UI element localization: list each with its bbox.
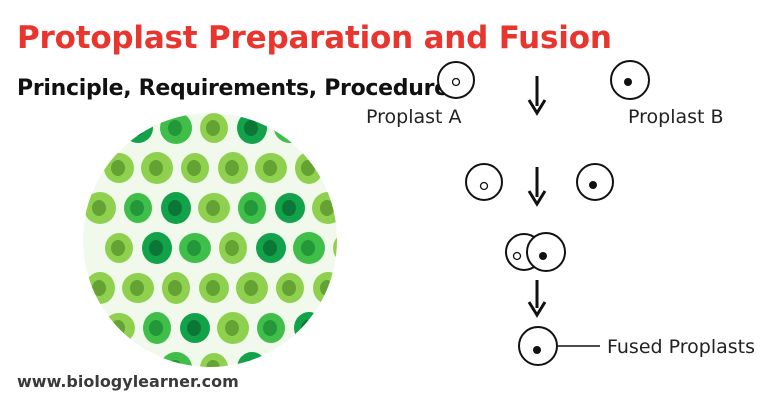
- protoplast-b-cell-2: [576, 163, 614, 201]
- tissue-cell-nucleus: [168, 120, 182, 136]
- tissue-cell-nucleus: [244, 360, 258, 367]
- tissue-cell-nucleus: [282, 280, 296, 296]
- tissue-cell-nucleus: [187, 240, 201, 256]
- protoplast-b-label: Proplast B: [628, 106, 724, 128]
- tissue-cell: [333, 233, 337, 263]
- tissue-cell-nucleus: [320, 120, 334, 136]
- arrow-down-3: [527, 280, 547, 318]
- tissue-cell-nucleus: [168, 200, 182, 216]
- tissue-cell: [86, 113, 114, 144]
- tissue-cell: [274, 113, 306, 143]
- tissue-cell-nucleus: [111, 320, 125, 336]
- fused-protoplasts-label: Fused Proplasts: [607, 336, 755, 358]
- tissue-cell-nucleus: [168, 280, 182, 296]
- tissue-cell: [332, 153, 337, 183]
- tissue-cell: [294, 312, 324, 344]
- tissue-cell: [237, 352, 267, 367]
- tissue-cell-nucleus: [339, 240, 353, 256]
- tissue-cell-nucleus: [339, 160, 353, 176]
- protoplast-a-label: Proplast A: [366, 106, 462, 128]
- page-title: Protoplast Preparation and Fusion: [17, 20, 612, 56]
- tissue-cell-nucleus: [263, 240, 277, 256]
- tissue-cell-nucleus: [320, 280, 334, 296]
- tissue-cell-nucleus: [301, 240, 315, 256]
- tissue-cell-nucleus: [225, 160, 239, 176]
- tissue-cell-nucleus: [92, 120, 106, 136]
- tissue-cell-nucleus: [263, 320, 277, 336]
- fused-protoplast: [518, 326, 600, 366]
- tissue-cell-nucleus: [130, 120, 144, 136]
- arrow-down-1: [527, 76, 547, 116]
- tissue-cell: [331, 313, 337, 343]
- tissue-cell-nucleus: [206, 360, 220, 367]
- protoplast-b-cell: [610, 60, 650, 100]
- tissue-cell-nucleus: [111, 160, 125, 176]
- tissue-cell-nucleus: [92, 280, 106, 296]
- tissue-cell: [274, 353, 306, 367]
- tissue-cell: [314, 113, 337, 144]
- tissue-cell-nucleus: [225, 320, 239, 336]
- tissue-cell-nucleus: [130, 280, 144, 296]
- tissue-cell-nucleus: [320, 360, 334, 367]
- tissue-cell-nucleus: [263, 160, 277, 176]
- tissue-cell-nucleus: [149, 320, 163, 336]
- tissue-cell: [123, 113, 153, 143]
- tissue-cell-nucleus: [282, 360, 296, 367]
- tissue-cell-nucleus: [187, 320, 201, 336]
- tissue-cell-nucleus: [92, 200, 106, 216]
- tissue-cell-nucleus: [339, 320, 353, 336]
- website-url: www.biologylearner.com: [17, 372, 239, 391]
- tissue-cell-nucleus: [301, 160, 315, 176]
- tissue-cell-nucleus: [320, 200, 334, 216]
- page-subtitle: Principle, Requirements, Procedure: [17, 76, 449, 101]
- protoplast-a-cell-2: [465, 163, 503, 201]
- tissue-cell: [314, 352, 337, 367]
- tissue-cell-nucleus: [111, 240, 125, 256]
- tissue-cell-nucleus: [282, 120, 296, 136]
- protoplast-a-cell: [437, 61, 475, 99]
- tissue-cell-nucleus: [244, 280, 258, 296]
- tissue-cell-nucleus: [206, 120, 220, 136]
- tissue-cell-nucleus: [244, 200, 258, 216]
- tissue-cell: [313, 272, 337, 304]
- tissue-cell-nucleus: [206, 280, 220, 296]
- tissue-cell-nucleus: [244, 120, 258, 136]
- arrow-down-2: [527, 167, 547, 207]
- tissue-cell-nucleus: [225, 240, 239, 256]
- fusing-protoplasts: [505, 232, 566, 272]
- tissue-cell-nucleus: [149, 240, 163, 256]
- tissue-cell: [200, 353, 228, 367]
- tissue-cell-nucleus: [282, 200, 296, 216]
- plant-tissue-image: [83, 113, 353, 367]
- tissue-cell-nucleus: [130, 200, 144, 216]
- tissue-cell-nucleus: [301, 320, 315, 336]
- tissue-cell-nucleus: [149, 160, 163, 176]
- tissue-cell-nucleus: [187, 160, 201, 176]
- tissue-cell-nucleus: [206, 200, 220, 216]
